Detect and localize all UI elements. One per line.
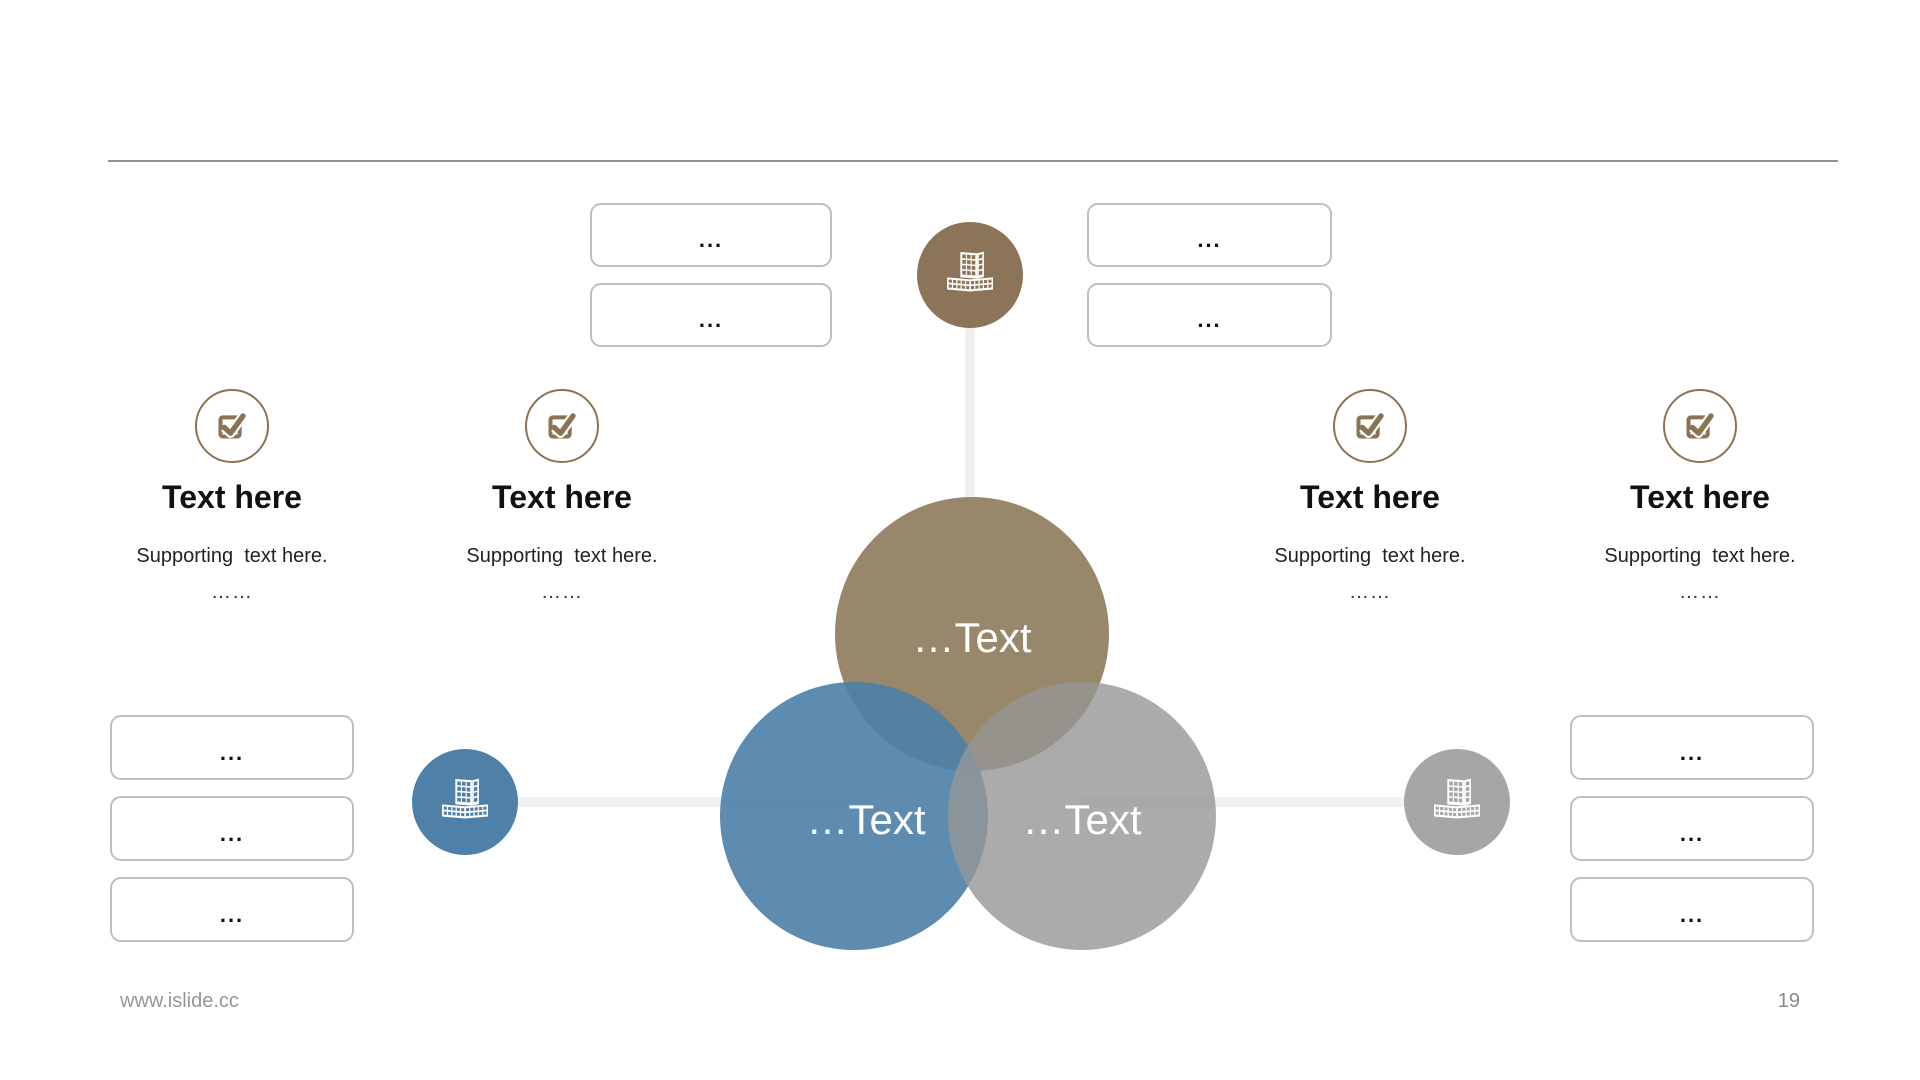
venn-circle-right-gray (948, 682, 1216, 950)
callout-box-text: ... (698, 227, 724, 252)
callout-box: ... (110, 796, 354, 861)
callout-box: ... (1570, 715, 1814, 780)
callout-box-text: ... (219, 820, 245, 846)
feature-subtitle: Supporting text here. (466, 545, 658, 567)
feature-ellipsis: …… (1679, 581, 1721, 603)
hub-circle-top (917, 222, 1023, 328)
feature-column-1: Text here Supporting text here. …… (82, 389, 382, 602)
connector-left-horizontal (465, 797, 855, 807)
building-icon (1428, 773, 1486, 831)
hub-circle-left (412, 749, 518, 855)
feature-title: Text here (1630, 479, 1770, 515)
callout-box: ... (110, 715, 354, 780)
feature-ellipsis: …… (541, 581, 583, 603)
connector-top-vertical (965, 300, 975, 640)
feature-ellipsis: …… (211, 581, 253, 603)
feature-subtitle: Supporting text here. (1604, 545, 1796, 567)
callout-box-text: ... (1197, 227, 1222, 252)
venn-label-left: …Text (806, 796, 926, 843)
callout-box-text: ... (219, 901, 245, 927)
building-icon (941, 246, 999, 304)
callout-box-text: ... (1679, 820, 1705, 846)
callout-box: ... (590, 283, 832, 347)
feature-column-4: Text here Supporting text here. …… (1550, 389, 1850, 602)
callout-box-text: ... (1679, 901, 1705, 927)
hub-circle-right (1404, 749, 1510, 855)
connector-right-horizontal (1082, 797, 1458, 807)
feature-title: Text here (1300, 479, 1440, 515)
callout-box: ... (110, 877, 354, 942)
feature-column-2: Text here Supporting text here. …… (412, 389, 712, 602)
callout-box: ... (590, 203, 832, 267)
feature-subtitle: Supporting text here. (1274, 545, 1466, 567)
venn-circle-left-blue (720, 682, 988, 950)
top-divider-line (108, 160, 1838, 162)
feature-ellipsis: …… (1349, 581, 1391, 603)
checkbox-check-icon (1333, 389, 1407, 463)
checkbox-check-icon (1663, 389, 1737, 463)
feature-title: Text here (492, 479, 632, 515)
checkbox-check-icon (525, 389, 599, 463)
callout-box: ... (1570, 877, 1814, 942)
callout-box-text: ... (1679, 739, 1705, 765)
feature-subtitle: Supporting text here. (136, 545, 328, 567)
callout-box-text: ... (698, 307, 724, 332)
checkbox-check-icon (195, 389, 269, 463)
footer-website-link[interactable]: www.islide.cc (120, 990, 239, 1012)
building-icon (436, 773, 494, 831)
footer-page-number: 19 (1777, 990, 1800, 1012)
callout-box: ... (1087, 203, 1332, 267)
callout-box-text: ... (219, 739, 245, 765)
callout-box: ... (1087, 283, 1332, 347)
callout-box-text: ... (1197, 307, 1222, 332)
venn-label-top: …Text (912, 614, 1032, 661)
feature-column-3: Text here Supporting text here. …… (1220, 389, 1520, 602)
feature-title: Text here (162, 479, 302, 515)
venn-label-right: …Text (1022, 796, 1142, 843)
callout-box: ... (1570, 796, 1814, 861)
